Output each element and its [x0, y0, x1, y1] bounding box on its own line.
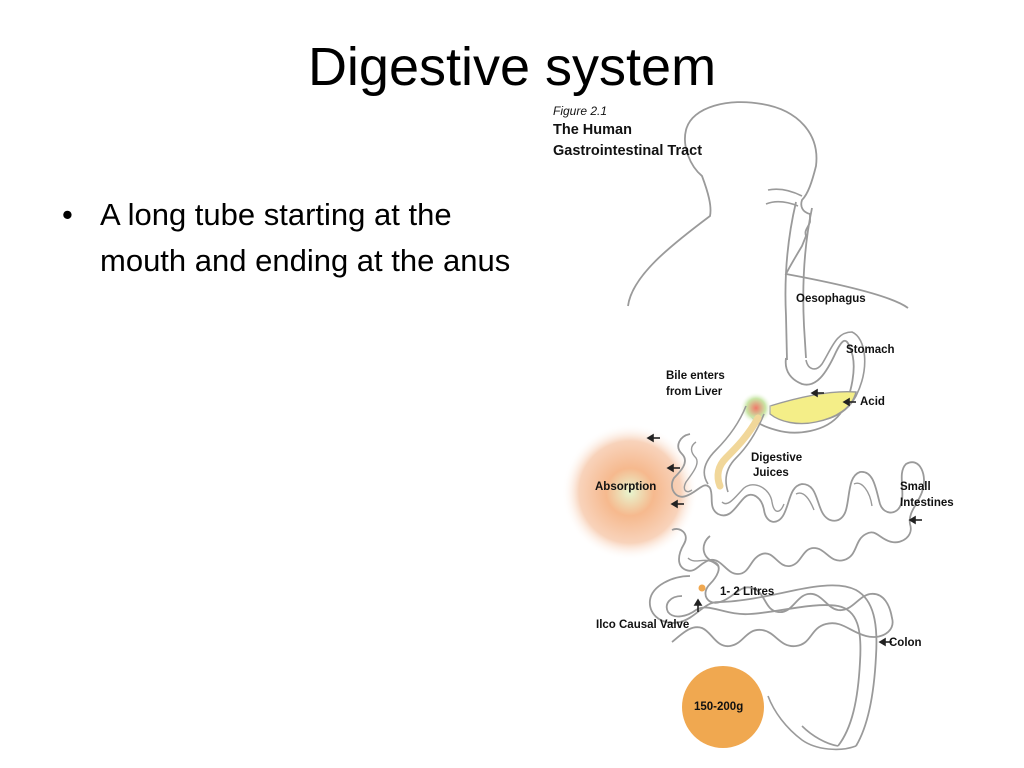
figure-number: Figure 2.1 — [553, 104, 608, 118]
colon-outline — [649, 575, 878, 747]
label-digestive-line2: Juices — [753, 467, 789, 479]
small-intestine-inner — [683, 441, 873, 567]
bullet-item: • A long tube starting at the mouth and … — [60, 192, 520, 284]
faeces-circle — [682, 666, 764, 748]
oesophagus-tube — [784, 201, 813, 361]
label-valve: Ilco Causal Valve — [596, 619, 690, 631]
bile-duct — [714, 414, 762, 490]
slide-title: Digestive system — [307, 37, 717, 97]
absorption-glow — [562, 424, 698, 560]
bullet-list: • A long tube starting at the mouth and … — [60, 192, 520, 284]
figure-title: The Human Gastrointestinal Tract — [553, 122, 703, 159]
gi-tract-diagram — [562, 101, 925, 751]
duodenum — [703, 405, 765, 493]
stomach-outline — [749, 339, 855, 434]
bullet-text: A long tube starting at the mouth and en… — [100, 197, 511, 278]
label-colon: Colon — [889, 637, 922, 649]
label-absorption: Absorption — [595, 481, 657, 493]
rectum-outline — [767, 695, 857, 751]
label-faeces: 150-200g — [694, 701, 744, 713]
lower-coils — [671, 535, 894, 647]
small-intestine-coils — [671, 433, 925, 575]
body-outline — [627, 101, 909, 309]
label-litres: 1- 2 Litres — [720, 586, 775, 598]
throat-outline — [765, 188, 803, 207]
bullet-dot: • — [62, 197, 73, 232]
acid-pool — [769, 390, 857, 425]
label-stomach: Stomach — [846, 344, 895, 356]
label-small-line2: Intestines — [900, 497, 954, 509]
valve-marker — [698, 584, 706, 592]
label-bile-line1: Bile enters — [666, 370, 725, 382]
gi-tract-figure: Figure 2.1 The Human Gastrointestinal Tr… — [540, 96, 970, 756]
label-acid: Acid — [860, 396, 885, 408]
label-digestive-line1: Digestive — [751, 452, 803, 464]
label-bile-line2: from Liver — [666, 386, 723, 398]
label-small-line1: Small — [900, 481, 931, 493]
arrows — [646, 388, 922, 647]
label-oesophagus: Oesophagus — [796, 293, 866, 305]
